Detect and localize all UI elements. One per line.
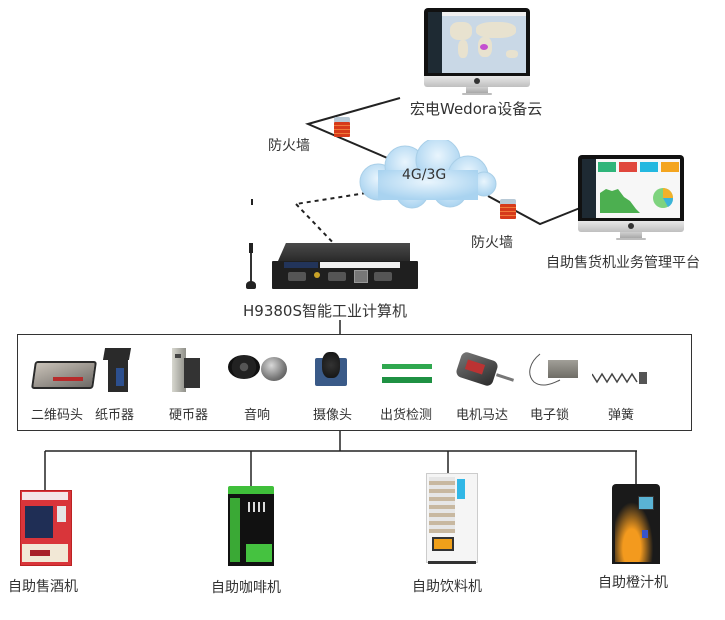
apple-logo-icon xyxy=(474,78,480,84)
link-cloudplatform-network xyxy=(305,97,401,161)
world-map-screen xyxy=(428,12,526,73)
orange-juice-machine-icon xyxy=(612,484,662,566)
cloud-icon xyxy=(359,140,497,209)
component-label: 电子锁 xyxy=(530,408,570,423)
component-label: 纸币器 xyxy=(95,408,135,423)
wireless-link-1 xyxy=(295,192,367,205)
coffee-vending-machine-icon xyxy=(228,486,274,568)
dispense-sensor-icon xyxy=(382,364,432,384)
coin-acceptor-icon xyxy=(170,348,202,394)
bill-acceptor-icon xyxy=(100,348,132,394)
cloud-platform-label: 宏电Wedora设备云 xyxy=(410,100,543,118)
qr-scanner-icon xyxy=(31,357,97,389)
industrial-computer-icon xyxy=(268,243,418,293)
motor-icon xyxy=(454,350,516,388)
electronic-lock-icon xyxy=(526,352,582,388)
gateway-label: H9380S智能工业计算机 xyxy=(243,302,407,320)
machine-label: 自助橙汁机 xyxy=(598,575,668,591)
component-label: 硬币器 xyxy=(169,408,209,423)
cloud-platform-monitor xyxy=(424,8,530,96)
machine-label: 自助售酒机 xyxy=(8,579,78,595)
component-label: 音响 xyxy=(244,408,271,423)
network-label: 4G/3G xyxy=(402,167,447,183)
component-label: 摄像头 xyxy=(313,408,353,423)
business-platform-label: 自助售货机业务管理平台 xyxy=(546,255,700,271)
component-label: 电机马达 xyxy=(456,408,509,423)
firewall-icon xyxy=(500,199,516,219)
speaker-icon xyxy=(228,355,290,383)
camera-module-icon xyxy=(315,352,347,386)
business-platform-monitor xyxy=(578,155,684,241)
machine-label: 自助饮料机 xyxy=(412,579,482,595)
drink-vending-machine-icon xyxy=(426,473,478,565)
apple-logo-icon xyxy=(628,223,634,229)
firewall-label-1: 防火墙 xyxy=(268,138,310,154)
dashboard-screen xyxy=(582,159,680,218)
component-label: 二维码头 xyxy=(31,408,84,423)
wine-vending-machine-icon xyxy=(20,490,72,566)
firewall-label-2: 防火墙 xyxy=(471,235,513,251)
component-label: 出货检测 xyxy=(380,408,433,423)
component-label: 弹簧 xyxy=(608,408,635,423)
wireless-link-2 xyxy=(295,203,341,251)
spring-icon xyxy=(591,368,652,388)
firewall-icon xyxy=(334,117,350,137)
antenna-icon xyxy=(246,243,256,291)
machine-label: 自助咖啡机 xyxy=(211,580,281,596)
